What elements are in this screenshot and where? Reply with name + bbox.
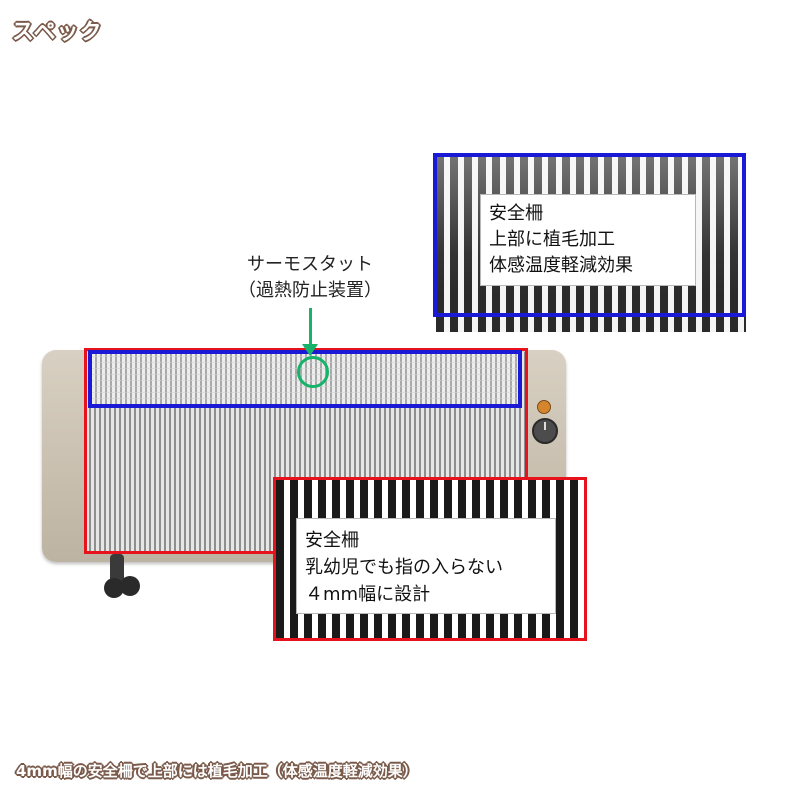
bottom-caption: 4mm幅の安全柵で上部には植毛加工（体感温度軽減効果） (16, 762, 418, 780)
bottom-zoom-label: 安全柵 乳幼児でも指の入らない ４mm幅に設計 (296, 518, 556, 614)
top-zoom-label: 安全柵 上部に植毛加工 体感温度軽減効果 (480, 194, 696, 286)
bottom-zoom-frame (273, 477, 587, 641)
temperature-knob-icon (532, 418, 558, 444)
arrow-down-icon (302, 344, 318, 356)
thermostat-name: サーモスタット (247, 254, 373, 275)
bottom-label-line2: 乳幼児でも指の入らない (305, 557, 503, 578)
top-zoom-frame (433, 153, 746, 317)
power-lamp-icon (537, 400, 551, 414)
thermostat-sub: （過熱防止装置） (238, 280, 382, 301)
bottom-label-line1: 安全柵 (305, 530, 359, 551)
bottom-label-line3: ４mm幅に設計 (305, 584, 431, 605)
thermostat-arrow (309, 308, 312, 348)
thermostat-marker (297, 356, 329, 388)
top-label-line1: 安全柵 (489, 203, 543, 224)
caster-wheel-icon (120, 576, 140, 596)
caster-left (110, 554, 124, 584)
thermostat-label: サーモスタット （過熱防止装置） (220, 252, 400, 304)
top-label-line3: 体感温度軽減効果 (489, 255, 633, 276)
page-title: スペック (12, 20, 103, 45)
heater-control-panel (530, 400, 558, 448)
caster-wheel-icon (104, 578, 124, 598)
top-label-line2: 上部に植毛加工 (489, 229, 615, 250)
